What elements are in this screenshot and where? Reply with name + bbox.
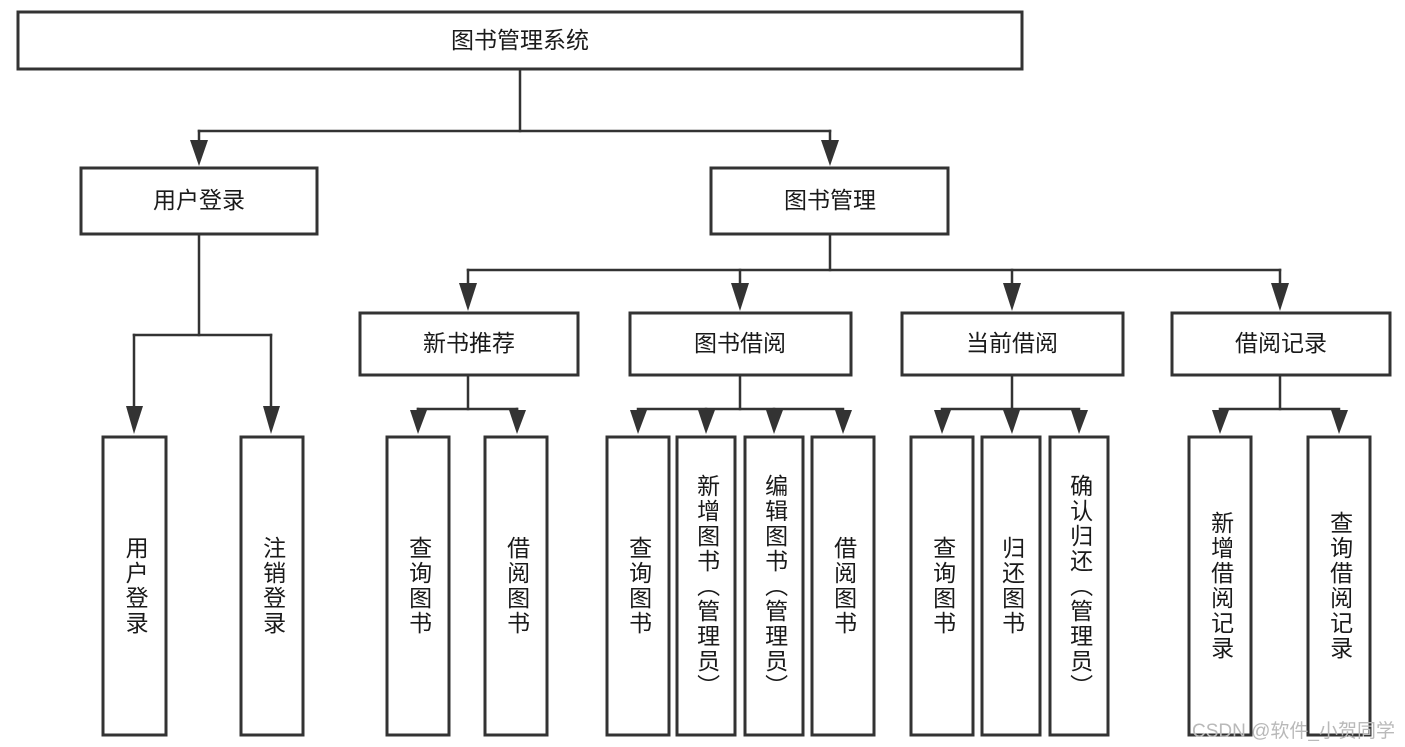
node-book-borrow[interactable]: 图书借阅 xyxy=(628,311,853,377)
arrow-head-leaf-logout xyxy=(263,406,280,434)
node-current-borrow-label: 当前借阅 xyxy=(966,330,1058,356)
leaf-box-logout[interactable] xyxy=(239,435,305,737)
node-borrow-record[interactable]: 借阅记录 xyxy=(1170,311,1392,377)
leaf-box-add-record[interactable] xyxy=(1187,435,1253,737)
node-borrow-record-box[interactable] xyxy=(1170,311,1392,377)
node-new-book-rec[interactable]: 新书推荐 xyxy=(358,311,580,377)
arrow-head-current-borrow xyxy=(1003,283,1021,311)
leaf-box-query-book-1[interactable] xyxy=(385,435,451,737)
edge-group-borrow-record-to-leaves xyxy=(1212,373,1348,434)
arrow-head-new-book-rec xyxy=(459,283,477,311)
leaf-box-add-book[interactable] xyxy=(675,435,737,737)
node-user-login[interactable]: 用户登录 xyxy=(79,166,319,236)
arrow-head-leaf-query-book-3 xyxy=(934,410,951,434)
node-current-borrow-box[interactable] xyxy=(900,311,1125,377)
node-root-label: 图书管理系统 xyxy=(451,27,589,53)
node-new-book-rec-box[interactable] xyxy=(358,311,580,377)
leaf-box-edit-book[interactable] xyxy=(743,435,805,737)
edge-group-book-borrow-to-leaves xyxy=(630,373,852,434)
arrow-head-leaf-add-book xyxy=(698,410,715,434)
leaf-box-confirm-return[interactable] xyxy=(1048,435,1110,737)
arrow-head-leaf-confirm-return xyxy=(1071,410,1088,434)
arrow-head-leaf-edit-book xyxy=(766,410,783,434)
arrow-head-leaf-add-record xyxy=(1212,410,1229,434)
leaf-box-user-login[interactable] xyxy=(101,435,168,737)
node-current-borrow[interactable]: 当前借阅 xyxy=(900,311,1125,377)
node-user-login-box[interactable] xyxy=(79,166,319,236)
leaf-box-borrow-book-1[interactable] xyxy=(483,435,549,737)
node-new-book-rec-label: 新书推荐 xyxy=(423,330,515,356)
edge-group-root-to-level2 xyxy=(190,67,839,166)
node-book-manage[interactable]: 图书管理 xyxy=(709,166,950,236)
arrow-head-book-borrow xyxy=(731,283,749,311)
leaf-box-borrow-book-2[interactable] xyxy=(810,435,876,737)
arrow-head-leaf-query-book-2 xyxy=(630,410,647,434)
edge-group-book-manage-to-level3 xyxy=(459,232,1289,311)
leaf-boxes-group xyxy=(101,435,1372,737)
arrow-head-leaf-query-book-1 xyxy=(410,410,427,434)
edge-group-current-borrow-to-leaves xyxy=(934,373,1088,434)
leaf-box-query-book-3[interactable] xyxy=(909,435,975,737)
leaf-box-query-record[interactable] xyxy=(1306,435,1372,737)
node-book-manage-box[interactable] xyxy=(709,166,950,236)
edge-group-new-book-rec-to-leaves xyxy=(410,373,526,434)
csdn-watermark: CSDN @软件_小贺同学 xyxy=(1192,721,1395,742)
leaf-box-query-book-2[interactable] xyxy=(605,435,671,737)
arrow-head-leaf-query-record xyxy=(1331,410,1348,434)
leaf-box-return-book[interactable] xyxy=(980,435,1042,737)
node-borrow-record-label: 借阅记录 xyxy=(1235,330,1327,356)
node-book-borrow-label: 图书借阅 xyxy=(694,330,786,356)
node-book-borrow-box[interactable] xyxy=(628,311,853,377)
arrow-head-leaf-borrow-book-1 xyxy=(509,410,526,434)
node-root[interactable]: 图书管理系统 xyxy=(16,10,1024,71)
arrow-head-leaf-user-login xyxy=(126,406,143,434)
arrow-head-leaf-return-book xyxy=(1003,410,1020,434)
node-root-box[interactable] xyxy=(16,10,1024,71)
node-book-manage-label: 图书管理 xyxy=(784,187,876,213)
edge-group-user-login-to-leaves xyxy=(126,232,280,434)
node-user-login-label: 用户登录 xyxy=(153,187,245,213)
arrow-head-leaf-borrow-book-2 xyxy=(835,410,852,434)
arrow-head-book-manage xyxy=(821,140,839,166)
arrow-head-user-login xyxy=(190,140,208,166)
arrow-head-borrow-record xyxy=(1271,283,1289,311)
